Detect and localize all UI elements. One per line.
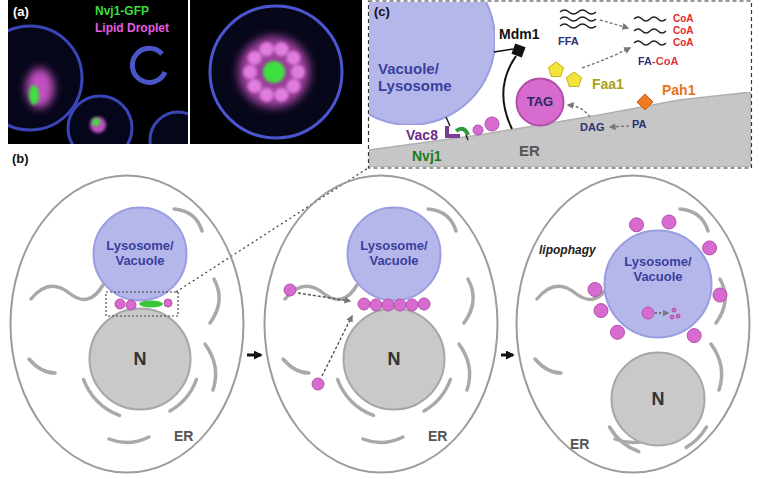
faa1-icon <box>548 62 581 87</box>
droplet-signal <box>26 68 54 108</box>
micrograph-right-cell <box>210 6 342 138</box>
vacuole-region: Vacuole/ Lysosome <box>369 2 495 125</box>
droplet-ring <box>243 42 305 102</box>
lipid-droplet-outline <box>517 79 564 126</box>
coa-label: CoA <box>673 37 694 49</box>
vac8-tether <box>446 117 450 126</box>
coa-label: CoA <box>673 25 694 37</box>
panel-letter: (a) <box>13 5 29 20</box>
micrograph-right <box>190 0 362 144</box>
cell-outline-outline <box>265 176 498 473</box>
organelle-label: ER <box>570 436 589 452</box>
organelle-label: Lysosome/ Vacuole <box>106 239 173 269</box>
pah1-icon <box>637 94 653 110</box>
lipid-droplets <box>588 215 727 343</box>
mdm1-icon <box>511 43 525 57</box>
organelle-label: ER <box>519 142 540 159</box>
lipid-droplets <box>284 284 430 390</box>
cell-outline-outline <box>517 176 750 473</box>
panel-letter: (c) <box>374 5 390 20</box>
nucleus-outline <box>90 309 191 410</box>
cell-outline <box>210 6 342 138</box>
organelle-label: Vacuole/ Lysosome <box>378 60 452 95</box>
activation-arrow <box>600 20 628 28</box>
gfp-signal <box>29 85 39 105</box>
micrograph-left-cells <box>8 26 188 144</box>
zoom-box <box>106 292 178 316</box>
lipid-droplets <box>473 117 499 135</box>
lipid-droplet: TAG <box>515 77 565 127</box>
lysosome: Lysosome/ Vacuole <box>346 206 442 302</box>
lysosome: Lysosome/ Vacuole <box>92 206 188 302</box>
nvj1-anchor <box>466 135 468 140</box>
lysosome-outline <box>348 208 441 301</box>
channel-label: Nvj1-GFP <box>95 5 149 19</box>
gfp-signal <box>92 118 100 126</box>
cell-outline <box>68 96 132 144</box>
protein-label: Pah1 <box>662 82 695 98</box>
nucleus: N <box>342 307 446 411</box>
cell-outline: ER Lysosome/ VacuoleN <box>263 174 499 474</box>
conversion-arrow <box>610 126 629 127</box>
mdm1-tether <box>494 49 513 52</box>
organelle-label: ER <box>428 428 447 444</box>
protein-label: Nvj1 <box>412 148 442 164</box>
nvj1-icon <box>456 129 468 135</box>
lipophagy-arrow <box>655 312 668 313</box>
droplet-signal <box>90 117 106 133</box>
movement-arrow <box>298 293 350 301</box>
channel-label: Lipid Droplet <box>95 22 169 36</box>
gfp-signal <box>263 61 285 83</box>
lipid-label: TAG <box>527 95 553 110</box>
fatty-acid-chains <box>560 10 596 28</box>
er-network <box>29 209 219 443</box>
vacuole-region-outline <box>369 2 495 125</box>
organelle-label: Lysosome/ Vacuole <box>624 255 691 285</box>
metabolite-label: FFA <box>558 35 579 48</box>
organelle-label: ER <box>174 428 193 444</box>
lysosome-outline <box>605 231 712 338</box>
nvj1-patch <box>139 301 163 308</box>
lysosome-outline <box>94 208 187 301</box>
er-network <box>283 209 473 443</box>
nucleus-outline <box>344 309 445 410</box>
process-label: lipophagy <box>539 244 596 258</box>
cell-outline <box>150 112 188 144</box>
metabolite-label: PA <box>632 118 646 131</box>
protein-label: Mdm1 <box>499 26 539 42</box>
lysosome: Lysosome/ Vacuole <box>603 229 713 339</box>
acyl-coa-chains <box>634 17 666 45</box>
metabolite-label: FA-CoA <box>638 55 678 68</box>
activation-arrow <box>582 48 630 68</box>
stage-arrow <box>501 354 513 357</box>
conversion-arrow <box>568 105 590 117</box>
coa-label: CoA <box>673 13 694 25</box>
protein-label: Vac8 <box>406 127 438 143</box>
lipid-droplets <box>115 299 172 310</box>
metabolite-label: DAG <box>580 121 604 134</box>
cell-outline <box>132 48 165 82</box>
organelle-label: Lysosome/ Vacuole <box>360 239 427 269</box>
movement-arrow <box>322 316 352 376</box>
organelle-label: N <box>134 349 147 370</box>
mdm1-tether <box>503 56 516 129</box>
nucleus: N <box>610 351 706 447</box>
panel-letter: (b) <box>12 152 29 167</box>
nucleus: N <box>88 307 192 411</box>
organelle-label: N <box>652 389 665 410</box>
protein-label: Faa1 <box>592 76 624 92</box>
cell-outline: ER Lysosome/ VacuoleN <box>9 174 245 474</box>
cell-outline-outline <box>11 176 244 473</box>
stage-arrow <box>247 354 261 357</box>
organelle-label: N <box>388 349 401 370</box>
nucleus-outline <box>612 353 705 446</box>
droplet-signal <box>238 36 310 108</box>
